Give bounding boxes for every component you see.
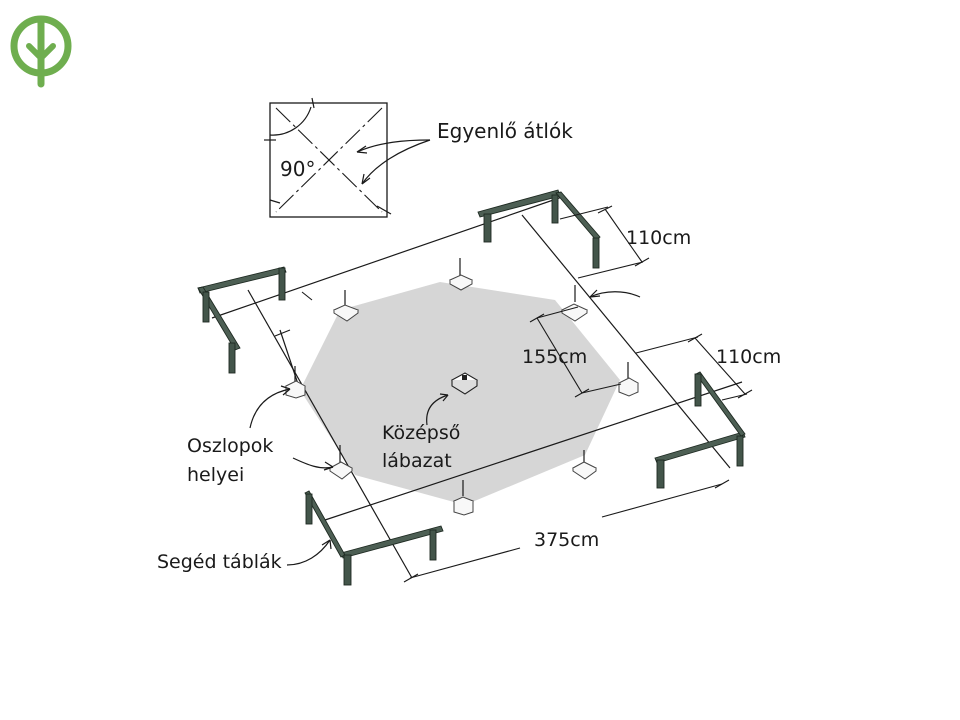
post-footings — [284, 258, 639, 516]
footing-post — [560, 285, 589, 322]
dim-line-375 — [403, 479, 730, 583]
footing-post — [572, 450, 597, 480]
dim-label-375: 375cm — [534, 529, 599, 551]
dim-label-110-right: 110cm — [716, 346, 781, 368]
tree-icon — [10, 15, 72, 88]
right-angle-arc — [269, 106, 312, 136]
batter-boards-label: Segéd táblák — [157, 551, 282, 573]
dim-line-110-right — [635, 333, 753, 401]
central-footing — [450, 372, 479, 395]
central-footing-label-line2: lábazat — [382, 450, 452, 472]
string-lines — [211, 196, 743, 579]
central-footing-label-line1: Középső — [382, 422, 460, 444]
square-diagonals-inset — [264, 97, 431, 218]
leader-arrows — [249, 289, 641, 566]
dim-line-155 — [529, 306, 622, 398]
footing-post — [448, 258, 474, 291]
footing-post — [284, 366, 306, 399]
right-angle-label: 90° — [280, 157, 315, 181]
batter-board-top — [477, 189, 601, 269]
dim-line-110-top — [559, 205, 650, 279]
footing-post — [452, 480, 475, 516]
footing-post — [332, 290, 360, 322]
post-locations-label-line1: Oszlopok — [187, 435, 273, 457]
equal-diagonals-label: Egyenlő átlók — [437, 119, 573, 143]
batter-board-left — [197, 266, 287, 374]
footing-post — [617, 362, 639, 397]
footing-post — [328, 445, 353, 480]
post-locations-label-line2: helyei — [187, 464, 244, 486]
dim-label-155: 155cm — [522, 346, 587, 368]
batter-board-right — [654, 371, 746, 489]
string-ticks — [274, 291, 313, 337]
dim-label-110-top: 110cm — [626, 227, 691, 249]
batter-board-bottom — [304, 490, 444, 586]
